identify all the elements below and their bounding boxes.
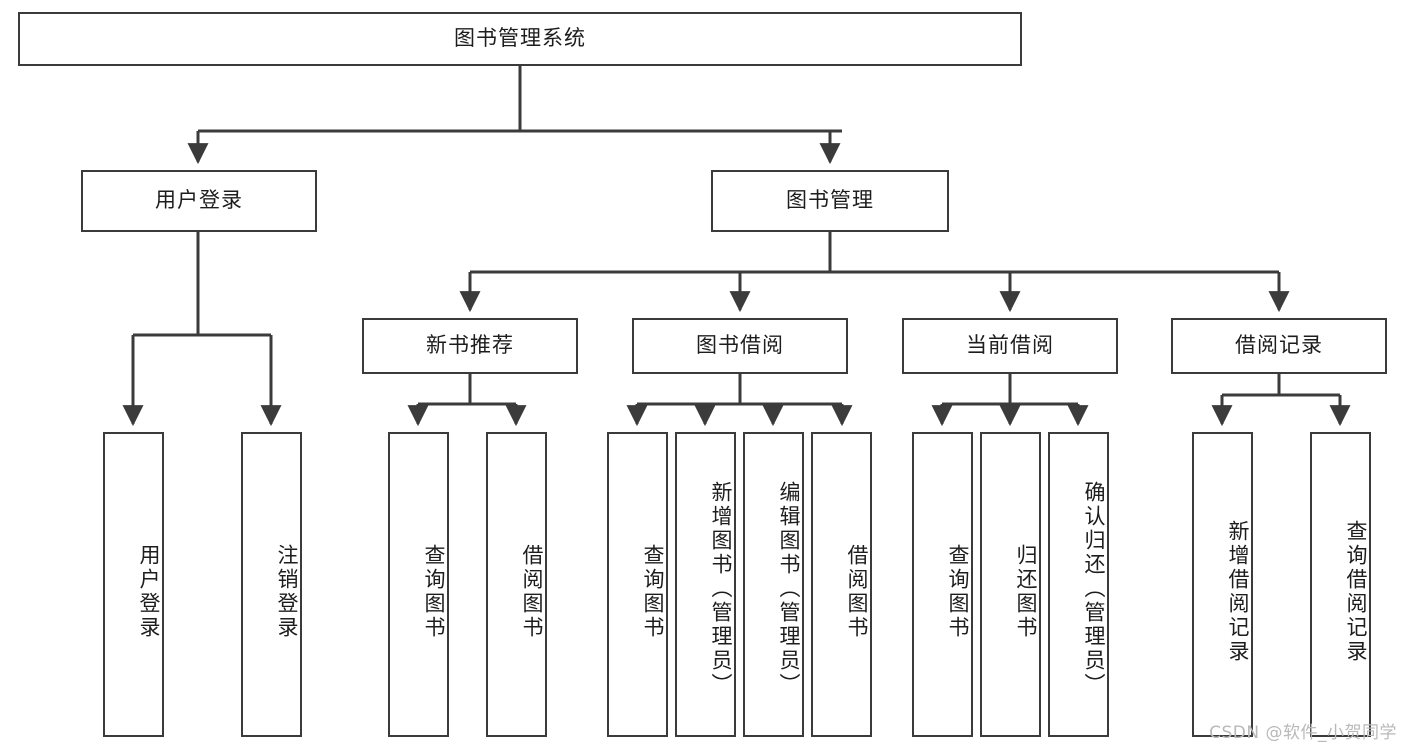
node-leaf-return-book-label: 归还图书 <box>1014 543 1038 640</box>
node-leaf-add-record-label: 新增借阅记录 <box>1226 519 1250 664</box>
node-root-label: 图书管理系统 <box>454 26 586 51</box>
node-book-manage: 图书管理 <box>711 170 949 232</box>
node-leaf-borrow-book-1-label: 借阅图书 <box>520 543 544 640</box>
node-leaf-query-record-label: 查询借阅记录 <box>1344 519 1368 664</box>
node-book-borrow-label: 图书借阅 <box>696 333 784 358</box>
node-leaf-logout: 注销登录 <box>241 432 302 737</box>
node-leaf-confirm-return-label: 确认归还（管理员） <box>1082 480 1106 697</box>
node-new-book-recommend-label: 新书推荐 <box>426 333 514 358</box>
node-root: 图书管理系统 <box>18 12 1022 66</box>
node-leaf-logout-label: 注销登录 <box>275 543 299 640</box>
node-book-manage-label: 图书管理 <box>786 188 874 213</box>
node-leaf-query-book-2: 查询图书 <box>607 432 668 737</box>
node-leaf-user-login-label: 用户登录 <box>137 543 161 640</box>
node-current-borrow: 当前借阅 <box>902 318 1118 374</box>
node-user-login-label: 用户登录 <box>155 188 243 213</box>
node-leaf-borrow-book-1: 借阅图书 <box>486 432 547 737</box>
node-leaf-edit-book: 编辑图书（管理员） <box>743 432 804 737</box>
watermark: CSDN @软件_小贺同学 <box>1209 723 1397 743</box>
node-leaf-query-book-3-label: 查询图书 <box>946 543 970 640</box>
node-new-book-recommend: 新书推荐 <box>362 318 578 374</box>
node-leaf-add-book: 新增图书（管理员） <box>675 432 736 737</box>
node-user-login: 用户登录 <box>81 170 317 232</box>
node-leaf-query-book-1-label: 查询图书 <box>422 543 446 640</box>
node-leaf-add-book-label: 新增图书（管理员） <box>709 480 733 697</box>
node-borrow-record: 借阅记录 <box>1171 318 1387 374</box>
node-leaf-user-login: 用户登录 <box>103 432 164 737</box>
node-leaf-edit-book-label: 编辑图书（管理员） <box>777 480 801 697</box>
node-leaf-query-record: 查询借阅记录 <box>1310 432 1371 737</box>
node-leaf-query-book-1: 查询图书 <box>388 432 449 737</box>
node-leaf-add-record: 新增借阅记录 <box>1192 432 1253 737</box>
node-current-borrow-label: 当前借阅 <box>966 333 1054 358</box>
node-leaf-borrow-book-2: 借阅图书 <box>811 432 872 737</box>
node-borrow-record-label: 借阅记录 <box>1235 333 1323 358</box>
node-leaf-query-book-2-label: 查询图书 <box>641 543 665 640</box>
node-leaf-return-book: 归还图书 <box>980 432 1041 737</box>
node-leaf-confirm-return: 确认归还（管理员） <box>1048 432 1109 737</box>
node-leaf-query-book-3: 查询图书 <box>912 432 973 737</box>
node-leaf-borrow-book-2-label: 借阅图书 <box>845 543 869 640</box>
node-book-borrow: 图书借阅 <box>632 318 848 374</box>
